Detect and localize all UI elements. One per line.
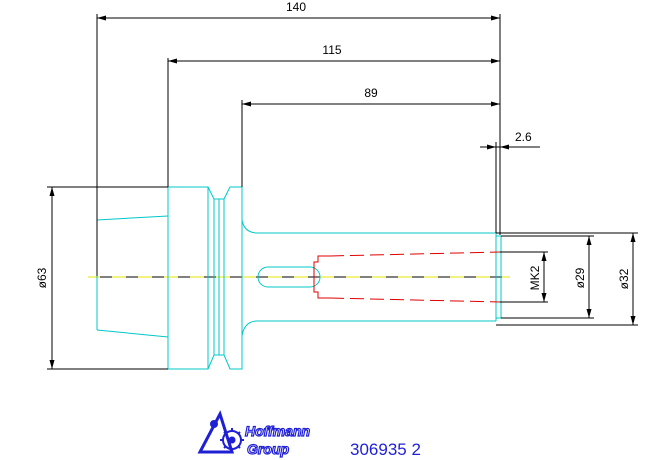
- dimension-dia-29-label: ø29: [573, 267, 587, 288]
- logo-mark-icon: [197, 410, 244, 454]
- dimension-dia-32: ø32: [496, 232, 638, 326]
- dimension-140-label: 140: [286, 0, 306, 14]
- logo-text-line2: Group: [247, 441, 289, 457]
- dimension-89-label: 89: [364, 86, 378, 100]
- dimension-115-label: 115: [322, 43, 341, 57]
- internal-taper: [313, 251, 501, 303]
- part-outline: [96, 186, 502, 370]
- hoffmann-group-logo: Hoffmann Group: [197, 410, 311, 458]
- dimension-mk2: MK2: [500, 251, 548, 303]
- dimension-mk2-label: MK2: [528, 265, 542, 290]
- logo-text-line1: Hoffmann: [245, 423, 310, 439]
- dimension-89: 89: [241, 86, 500, 187]
- dimension-dia-63: ø63: [35, 186, 168, 370]
- dimension-115: 115: [167, 43, 500, 187]
- dimension-dia-32-label: ø32: [617, 268, 631, 289]
- dimension-140: 140: [96, 0, 501, 276]
- dimension-2-6: 2.6: [480, 130, 540, 233]
- dimension-dia-63-label: ø63: [35, 267, 49, 288]
- part-number: 306935 2: [350, 440, 421, 459]
- dimension-2-6-label: 2.6: [515, 130, 532, 144]
- dimension-dia-29: ø29: [501, 235, 594, 319]
